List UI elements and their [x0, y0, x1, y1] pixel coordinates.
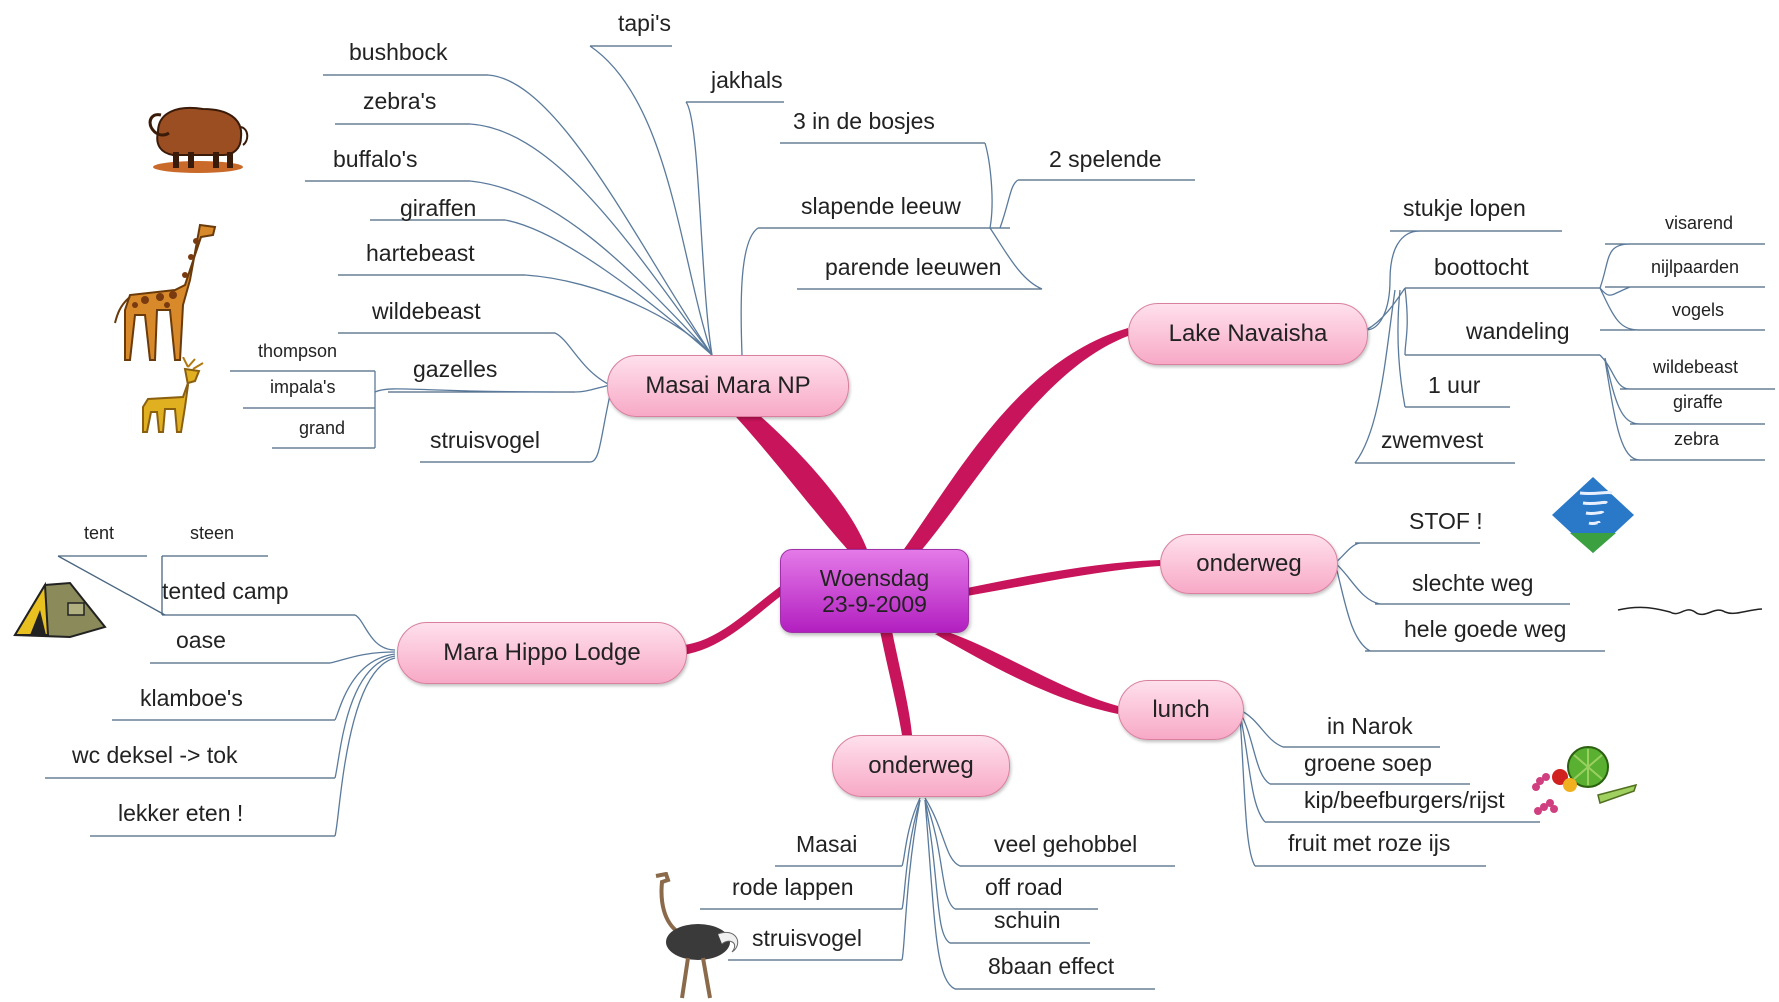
leaf-jakhals[interactable]: jakhals: [711, 67, 783, 93]
leaf-1-uur[interactable]: 1 uur: [1428, 372, 1481, 398]
leaf-stof[interactable]: STOF !: [1409, 508, 1483, 534]
leaf-buffalos[interactable]: buffalo's: [333, 146, 418, 172]
leaf-wc-deksel-tok[interactable]: wc deksel -> tok: [72, 742, 238, 768]
leaf-visarend[interactable]: visarend: [1665, 213, 1734, 233]
leaf-tent[interactable]: tent: [84, 523, 115, 543]
onderweg-right-connectors: [1334, 542, 1763, 652]
main-trunks: [682, 328, 1160, 735]
leaf-parende-leeuwen[interactable]: parende leeuwen: [825, 254, 1002, 280]
leaf-off-road[interactable]: off road: [985, 874, 1063, 900]
central-topic[interactable]: Woensdag 23-9-2009: [780, 549, 969, 633]
lunch-connectors: [1239, 709, 1540, 867]
leaf-fruit-met-roze-ijs[interactable]: fruit met roze ijs: [1288, 830, 1451, 856]
mara-hippo-connectors: [45, 555, 396, 837]
leaf-wildebeast[interactable]: wildebeast: [372, 298, 481, 324]
vegetables-clipart: [1532, 746, 1638, 815]
leaf-rode-lappen[interactable]: rode lappen: [732, 874, 854, 900]
lake-navaisha-connectors: [1354, 230, 1775, 464]
leaf-zebra[interactable]: zebra: [1674, 429, 1720, 449]
leaf-zwemvest[interactable]: zwemvest: [1381, 427, 1484, 453]
leaf-3-in-de-bosjes[interactable]: 3 in de bosjes: [793, 108, 935, 134]
tornado-clipart: [1552, 477, 1634, 553]
leaf-veel-gehobbel[interactable]: veel gehobbel: [994, 831, 1138, 857]
leaf-thompson[interactable]: thompson: [258, 341, 338, 361]
leaf-groene-soep[interactable]: groene soep: [1304, 750, 1432, 776]
branch-onderweg-bottom[interactable]: onderweg: [832, 735, 1010, 797]
leaf-kip-beefburgers-rijst[interactable]: kip/beefburgers/rijst: [1304, 787, 1505, 813]
leaf-hartebeast[interactable]: hartebeast: [366, 240, 475, 266]
central-topic-date: 23-9-2009: [822, 591, 927, 617]
leaf-struisvogel-onderweg[interactable]: struisvogel: [752, 925, 862, 951]
leaf-boottocht[interactable]: boottocht: [1434, 254, 1529, 280]
deer-clipart: [142, 357, 204, 433]
leaf-steen[interactable]: steen: [190, 523, 235, 543]
leaf-slapende-leeuw[interactable]: slapende leeuw: [801, 193, 961, 219]
leaf-zebras[interactable]: zebra's: [363, 88, 437, 114]
leaf-slechte-weg[interactable]: slechte weg: [1412, 570, 1534, 596]
leaf-vogels[interactable]: vogels: [1672, 300, 1725, 320]
leaf-gazelles[interactable]: gazelles: [413, 356, 498, 382]
leaf-hele-goede-weg[interactable]: hele goede weg: [1404, 616, 1567, 642]
leaf-lekker-eten[interactable]: lekker eten !: [118, 800, 244, 826]
leaf-giraffe[interactable]: giraffe: [1673, 392, 1723, 412]
tent-clipart: [13, 581, 107, 639]
leaf-bushbock[interactable]: bushbock: [349, 39, 448, 65]
masai-mara-connectors: [230, 45, 1195, 463]
leaf-wildebeast-navaisha[interactable]: wildebeast: [1653, 357, 1739, 377]
leaf-struisvogel-mara[interactable]: struisvogel: [430, 427, 540, 453]
leaf-stukje-lopen[interactable]: stukje lopen: [1403, 195, 1526, 221]
central-topic-day: Woensdag: [819, 565, 930, 591]
leaf-masai[interactable]: Masai: [796, 831, 858, 857]
branch-onderweg-right[interactable]: onderweg: [1160, 534, 1338, 594]
leaf-giraffen[interactable]: giraffen: [400, 195, 477, 221]
leaf-schuin[interactable]: schuin: [994, 907, 1061, 933]
leaf-impalas[interactable]: impala's: [270, 377, 336, 397]
leaf-in-narok[interactable]: in Narok: [1327, 713, 1413, 739]
leaf-2-spelende[interactable]: 2 spelende: [1049, 146, 1162, 172]
onderweg-bottom-connectors: [700, 797, 1175, 990]
leaf-tapis[interactable]: tapi's: [618, 10, 671, 36]
leaf-oase[interactable]: oase: [176, 627, 226, 653]
giraffe-clipart: [114, 223, 217, 361]
leaf-nijlpaarden[interactable]: nijlpaarden: [1651, 257, 1740, 277]
leaf-wandeling[interactable]: wandeling: [1466, 318, 1570, 344]
leaf-tented-camp[interactable]: tented camp: [162, 578, 289, 604]
branch-mara-hippo-lodge[interactable]: Mara Hippo Lodge: [397, 622, 687, 684]
leaf-klamboes[interactable]: klamboe's: [140, 685, 243, 711]
leaf-grand[interactable]: grand: [299, 418, 346, 438]
ostrich-clipart: [655, 872, 739, 999]
branch-lake-navaisha[interactable]: Lake Navaisha: [1128, 303, 1368, 365]
buffalo-clipart: [148, 106, 249, 173]
branch-lunch[interactable]: lunch: [1118, 680, 1244, 740]
branch-masai-mara[interactable]: Masai Mara NP: [607, 355, 849, 417]
leaf-8baan-effect[interactable]: 8baan effect: [988, 953, 1115, 979]
